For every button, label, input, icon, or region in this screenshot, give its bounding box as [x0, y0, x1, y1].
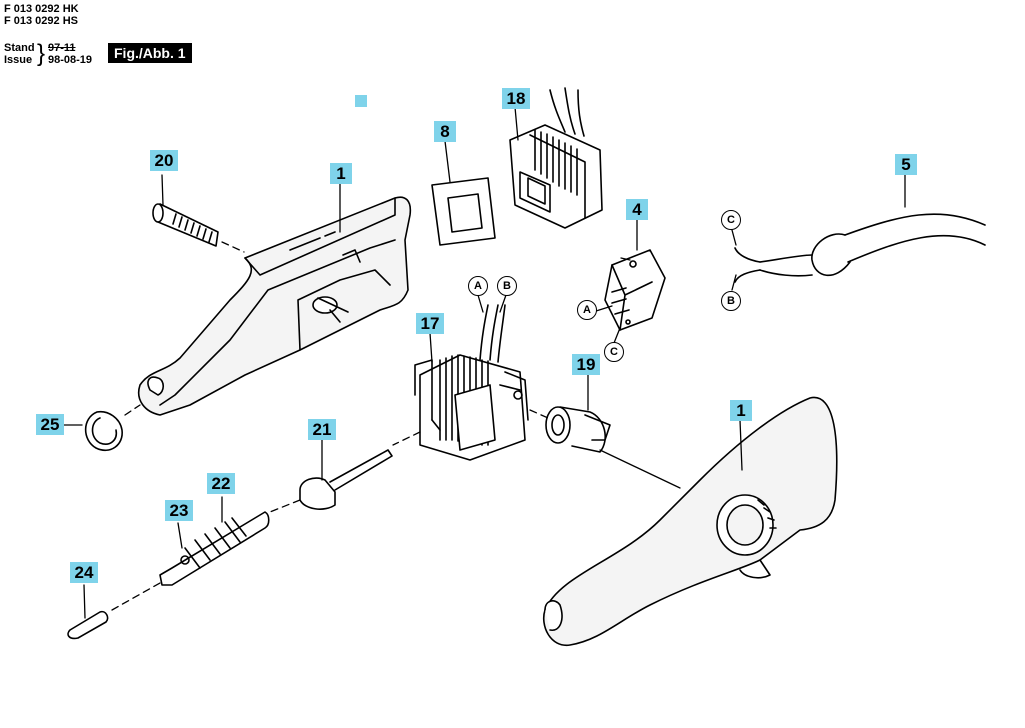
- retaining-ring-part-25: [84, 410, 123, 452]
- housing-half-part-1: [138, 196, 412, 416]
- brace-icon: }: [37, 40, 46, 67]
- marker-square: [355, 95, 367, 107]
- part-number-hk: F 013 0292 HK: [4, 3, 79, 15]
- coil-part-18: [509, 87, 603, 229]
- part-number-hs: F 013 0292 HS: [4, 15, 78, 27]
- spring-shaft-part-22-23: [159, 511, 270, 586]
- tip-part-24: [67, 610, 109, 640]
- gasket-part-8: [431, 177, 496, 246]
- connector-c-cable: C: [721, 210, 741, 230]
- figure-label: Fig./Abb. 1: [108, 43, 192, 63]
- callout-17: 17: [416, 313, 444, 334]
- callout-20: 20: [150, 150, 178, 171]
- pin-part-21: [299, 449, 393, 510]
- coil-assembly-part-17: [414, 304, 529, 461]
- bushing-part-19: [545, 406, 611, 453]
- issue-value: 98-08-19: [48, 54, 93, 66]
- callout-1-top: 1: [330, 163, 352, 184]
- callout-1-bottom: 1: [730, 400, 752, 421]
- connector-b-coil: B: [497, 276, 517, 296]
- stand-label: Stand: [4, 42, 35, 54]
- callout-22: 22: [207, 473, 235, 494]
- callout-24: 24: [70, 562, 98, 583]
- connector-b-cable: B: [721, 291, 741, 311]
- connector-c-switch: C: [604, 342, 624, 362]
- callout-25: 25: [36, 414, 64, 435]
- callout-5: 5: [895, 154, 917, 175]
- switch-part-4: [604, 249, 666, 331]
- stand-value: 97-11: [48, 42, 76, 54]
- callout-8: 8: [434, 121, 456, 142]
- connector-a-coil: A: [468, 276, 488, 296]
- cable-part-5: [734, 213, 986, 283]
- screw-part-20: [152, 203, 219, 247]
- callout-23: 23: [165, 500, 193, 521]
- connector-a-switch: A: [577, 300, 597, 320]
- issue-label: Issue: [4, 54, 33, 66]
- callout-21: 21: [308, 419, 336, 440]
- callout-19: 19: [572, 354, 600, 375]
- callout-18: 18: [502, 88, 530, 109]
- housing-part-1-bottom: [543, 396, 838, 646]
- callout-4: 4: [626, 199, 648, 220]
